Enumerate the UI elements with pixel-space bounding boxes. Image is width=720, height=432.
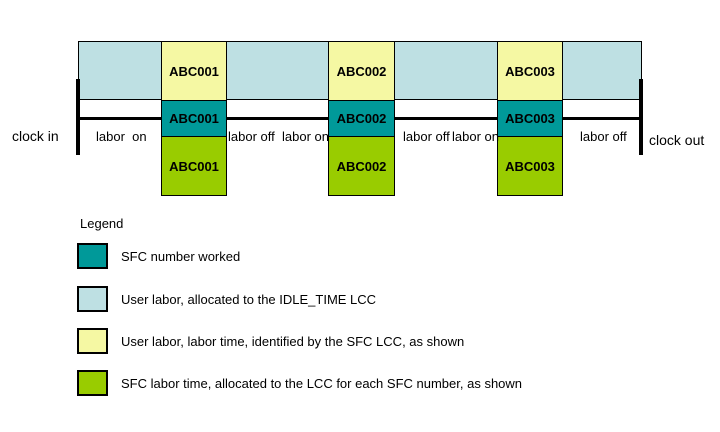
sfc-labor-swatch — [77, 370, 108, 396]
legend-title: Legend — [80, 216, 124, 231]
labor-state-label: labor off — [403, 129, 450, 144]
labor-state-label: labor on — [282, 129, 329, 144]
sfc-labor-box: ABC003 — [497, 136, 563, 196]
legend-item-label: SFC number worked — [121, 248, 241, 264]
sfc-labor-box: ABC001 — [161, 136, 227, 196]
idle-time-swatch — [77, 286, 108, 312]
labor-time-box: ABC001 — [161, 41, 227, 101]
sfc-label: ABC003 — [505, 158, 555, 174]
sfc-worked-box: ABC001 — [161, 100, 227, 137]
sfc-label: ABC001 — [169, 158, 219, 174]
clock-in-tick — [76, 79, 80, 155]
labor-state-label: labor off — [228, 129, 275, 144]
labor-state-label: labor off — [580, 129, 627, 144]
sfc-label: ABC002 — [336, 158, 387, 174]
legend-item-label: User labor, allocated to the IDLE_TIME L… — [121, 291, 377, 307]
legend-item-label: User labor, labor time, identified by th… — [121, 333, 465, 349]
clock-out-tick — [639, 79, 643, 155]
clock-in-label: clock in — [12, 128, 59, 144]
labor-time-swatch — [77, 328, 108, 354]
labor-state-label: labor on — [96, 129, 147, 144]
sfc-labor-box: ABC002 — [328, 136, 395, 196]
legend-item: User labor, labor time, identified by th… — [77, 328, 464, 354]
sfc-label: ABC002 — [336, 63, 387, 79]
labor-state-label: labor on — [452, 129, 499, 144]
sfc-label: ABC001 — [169, 63, 219, 79]
labor-time-box: ABC002 — [328, 41, 395, 101]
sfc-label: ABC001 — [169, 111, 219, 126]
sfc-label: ABC003 — [505, 111, 555, 126]
sfc-worked-box: ABC002 — [328, 100, 395, 137]
legend-item: User labor, allocated to the IDLE_TIME L… — [77, 286, 376, 312]
legend-item: SFC labor time, allocated to the LCC for… — [77, 370, 522, 396]
legend-item-label: SFC labor time, allocated to the LCC for… — [121, 375, 523, 391]
sfc-label: ABC002 — [336, 111, 387, 126]
clock-out-label: clock out — [649, 132, 705, 148]
sfc-label: ABC003 — [505, 63, 555, 79]
sfc-worked-swatch — [77, 243, 108, 269]
legend-item: SFC number worked — [77, 243, 240, 269]
sfc-worked-box: ABC003 — [497, 100, 563, 137]
labor-time-box: ABC003 — [497, 41, 563, 101]
